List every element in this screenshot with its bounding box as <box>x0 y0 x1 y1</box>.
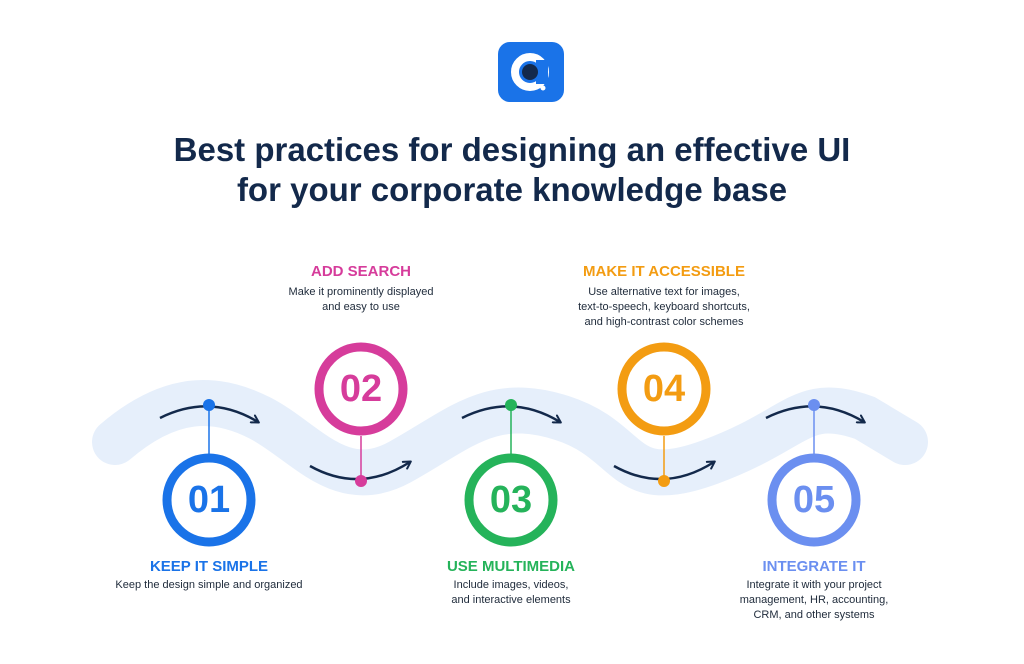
step-heading-05: INTEGRATE IT <box>762 558 866 575</box>
step-number-04: 04 <box>642 368 686 410</box>
step-desc-03-line-2: and interactive elements <box>451 594 571 606</box>
step-desc-02-line-1: Make it prominently displayed <box>288 286 434 298</box>
step-heading-02: ADD SEARCH <box>310 263 411 280</box>
step-circle-05 <box>767 453 861 547</box>
step-desc-04-line-2: text-to-speech, keyboard shortcuts, <box>578 301 750 313</box>
title-line-1: Best practices for designing an effectiv… <box>173 131 851 168</box>
step-number-02: 02 <box>339 368 383 410</box>
node-dot-03 <box>505 399 517 411</box>
step-heading-04: MAKE IT ACCESSIBLE <box>583 263 745 280</box>
step-circle-02 <box>314 342 408 436</box>
step-desc-01: Keep the design simple and organized <box>59 578 359 593</box>
logo-icon <box>511 53 549 91</box>
node-dot-02 <box>355 475 367 487</box>
step-number-05: 05 <box>792 479 836 521</box>
step-desc-03: Include images, videos, and interactive … <box>361 578 661 608</box>
step-number-01: 01 <box>187 479 231 521</box>
step-number-03: 03 <box>489 479 533 521</box>
step-desc-01-line-1: Keep the design simple and organized <box>115 579 303 591</box>
step-circle-03 <box>464 453 558 547</box>
step-desc-02-line-2: and easy to use <box>322 301 400 313</box>
step-desc-05-line-1: Integrate it with your project <box>746 579 882 591</box>
page-title: Best practices for designing an effectiv… <box>0 130 1024 210</box>
step-desc-04: Use alternative text for images, text-to… <box>514 285 814 330</box>
node-dot-04 <box>658 475 670 487</box>
step-circle-04 <box>617 342 711 436</box>
step-desc-02: Make it prominently displayed and easy t… <box>211 285 511 315</box>
step-heading-01: KEEP IT SIMPLE <box>149 558 269 575</box>
node-dot-05 <box>808 399 820 411</box>
step-desc-05: Integrate it with your project managemen… <box>664 578 964 623</box>
step-desc-04-line-3: and high-contrast color schemes <box>584 316 744 328</box>
step-circle-01 <box>162 453 256 547</box>
step-desc-05-line-3: CRM, and other systems <box>753 609 875 621</box>
step-desc-03-line-1: Include images, videos, <box>453 579 569 591</box>
step-desc-04-line-1: Use alternative text for images, <box>588 286 740 298</box>
step-desc-05-line-2: management, HR, accounting, <box>739 594 889 606</box>
step-heading-03: USE MULTIMEDIA <box>446 558 576 575</box>
brand-logo <box>498 42 564 102</box>
node-dot-01 <box>203 399 215 411</box>
title-line-2: for your corporate knowledge base <box>236 171 788 208</box>
